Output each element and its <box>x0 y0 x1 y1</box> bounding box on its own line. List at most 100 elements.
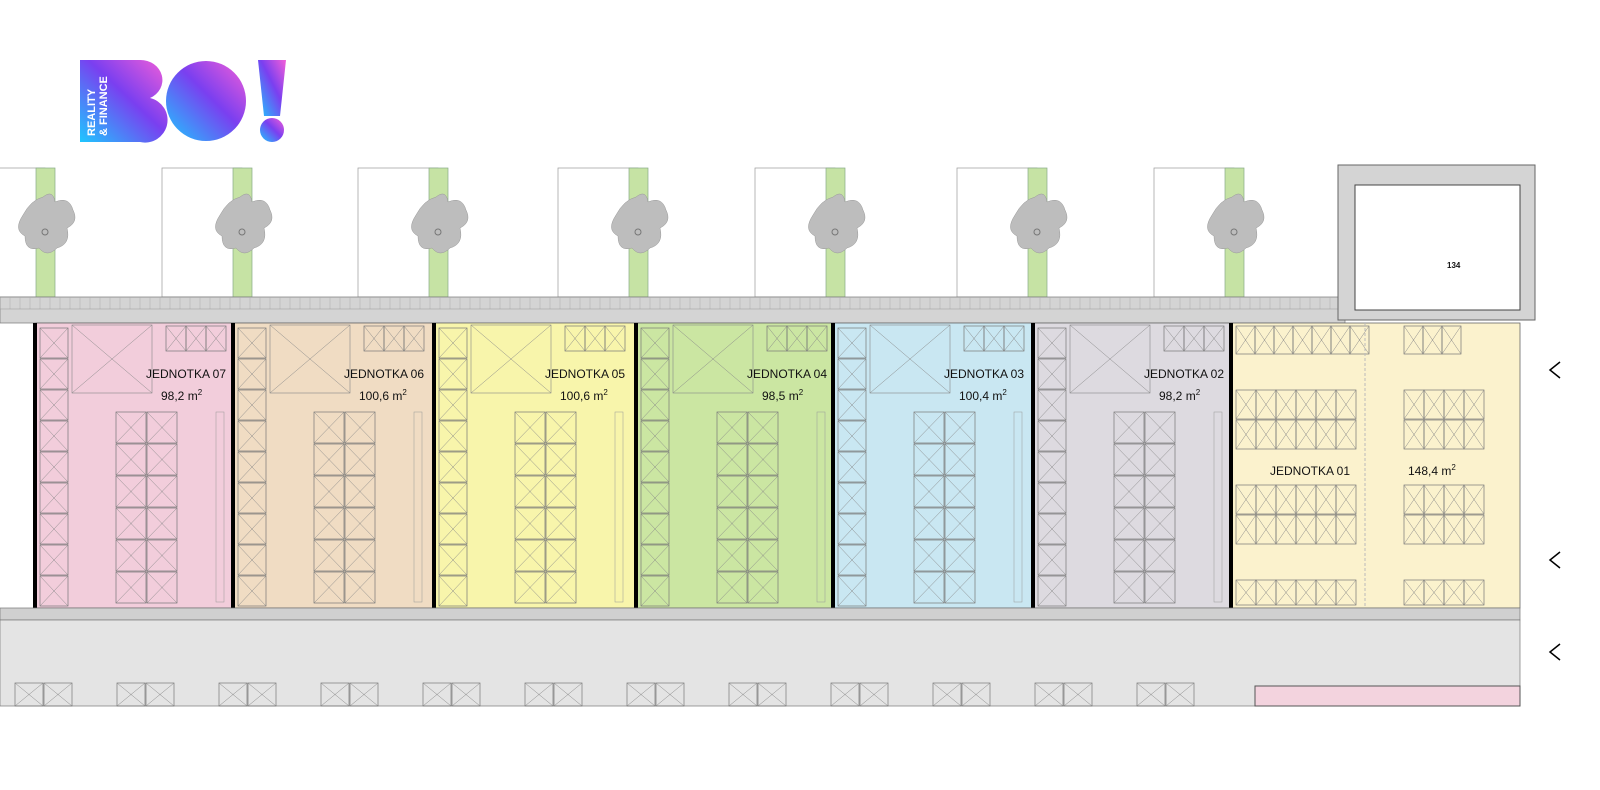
loading-area <box>71 324 153 394</box>
shelf-cross <box>1335 419 1357 450</box>
unit-floor <box>636 322 835 609</box>
shelf-cross <box>514 571 546 604</box>
side-shelf <box>413 411 423 603</box>
shelf-cross <box>716 571 748 604</box>
shelf <box>837 451 867 483</box>
shelf <box>830 682 860 707</box>
shelf-cross <box>604 325 626 352</box>
shelf <box>1037 513 1067 545</box>
shelf <box>1203 325 1225 352</box>
shelf <box>237 513 267 545</box>
shelf-cross <box>1255 484 1277 515</box>
shelf-cross <box>640 482 670 514</box>
shelf-cross <box>584 325 606 352</box>
tree-icon <box>215 193 273 254</box>
shelf-cross <box>913 475 945 508</box>
tree-icon <box>411 193 469 254</box>
shelf <box>39 451 69 483</box>
shelf <box>115 475 147 508</box>
shelf <box>1463 514 1485 545</box>
shelf <box>1144 411 1176 444</box>
shelf-cross <box>237 420 267 452</box>
shelf-cross <box>1295 514 1317 545</box>
shelf-cross <box>1144 539 1176 572</box>
shelf-cross <box>237 358 267 390</box>
shelf-cross <box>1295 419 1317 450</box>
shelf-cross <box>913 571 945 604</box>
shelf-cross <box>640 451 670 483</box>
shelf <box>39 544 69 576</box>
party-wall <box>634 323 638 608</box>
shelf-cross <box>1443 579 1465 606</box>
shelf-cross <box>115 507 147 540</box>
unit-name: JEDNOTKA 06 <box>344 367 424 381</box>
shelf-cross <box>1315 389 1337 420</box>
shelf <box>115 539 147 572</box>
shelf <box>747 443 779 476</box>
shelf <box>116 682 146 707</box>
shelf-cross <box>1403 325 1424 355</box>
shelf-cross <box>545 571 577 604</box>
loading-area <box>1069 324 1151 394</box>
party-wall <box>1229 323 1233 608</box>
shelf-cross <box>1063 682 1093 707</box>
shelf-cross <box>1113 539 1145 572</box>
shelf-cross <box>1292 325 1313 355</box>
shelf <box>145 682 175 707</box>
shelf <box>913 475 945 508</box>
unit-name: JEDNOTKA 02 <box>1144 367 1224 381</box>
shelf-cross <box>205 325 227 352</box>
shelf-cross <box>626 682 656 707</box>
shelf <box>716 507 748 540</box>
shelf-cross <box>344 539 376 572</box>
shelf <box>1113 571 1145 604</box>
shelf-cross <box>1165 682 1195 707</box>
shelf-cross <box>837 389 867 421</box>
side-shelf <box>816 411 826 603</box>
north-wall <box>0 296 1346 324</box>
shelf <box>604 325 626 352</box>
shelf <box>344 539 376 572</box>
shelf <box>1063 682 1093 707</box>
shelf <box>545 571 577 604</box>
shelf <box>237 451 267 483</box>
shelf <box>313 571 345 604</box>
entrance-arrow-icon <box>1548 551 1561 569</box>
shelf-cross <box>1443 514 1465 545</box>
shelf-cross <box>1330 325 1351 355</box>
shelf-cross <box>313 571 345 604</box>
party-wall <box>432 323 436 608</box>
shelf-cross <box>1113 507 1145 540</box>
shelf-cross <box>757 682 787 707</box>
shelf-cross <box>39 327 69 359</box>
shelf-cross <box>1136 682 1166 707</box>
tree-trunk-icon <box>238 228 246 236</box>
shelf-cross <box>403 325 425 352</box>
unit-area: 100,4 m2 <box>959 388 1007 403</box>
shelf <box>716 411 748 444</box>
shelf-cross <box>766 325 788 352</box>
shelf-cross <box>1235 419 1257 450</box>
shelf-cross <box>1183 325 1205 352</box>
shelf-cross <box>545 507 577 540</box>
shelf <box>1003 325 1025 352</box>
shelf-cross <box>165 325 187 352</box>
shelf-cross <box>39 482 69 514</box>
tree-icon <box>1207 193 1265 254</box>
shelf <box>655 682 685 707</box>
shelf <box>514 539 546 572</box>
shelf-cross <box>115 411 147 444</box>
shelf-cross <box>146 507 178 540</box>
shelf-cross <box>313 411 345 444</box>
shelf-cross <box>39 389 69 421</box>
entrance-arrow-icon <box>1548 643 1561 661</box>
shelf <box>39 389 69 421</box>
shelf <box>438 513 468 545</box>
shelf <box>237 420 267 452</box>
shelf-cross <box>1113 571 1145 604</box>
toilet-rooms <box>1254 685 1521 707</box>
wall <box>0 296 1346 324</box>
shelf <box>438 482 468 514</box>
